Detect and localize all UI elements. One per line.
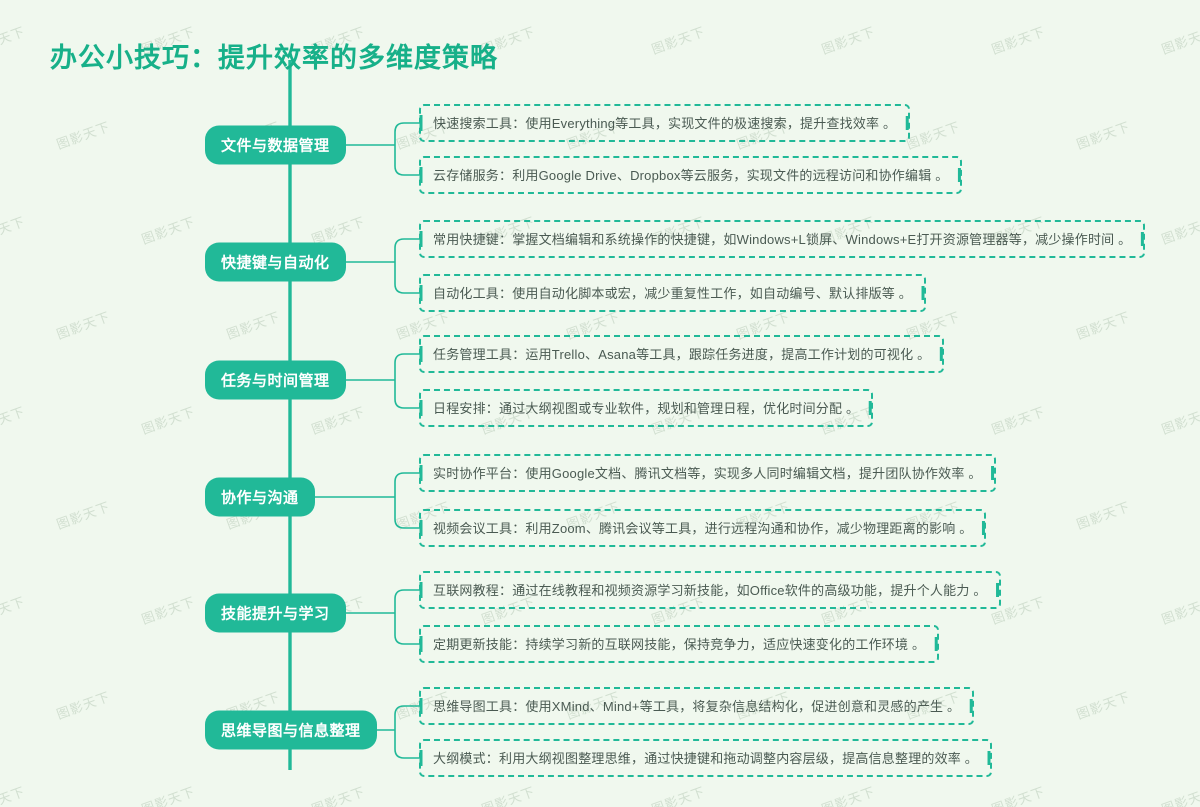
branch-node[interactable]: 快捷键与自动化 (205, 242, 346, 282)
leaf-node-text: 自动化工具：使用自动化脚本或宏，减少重复性工作，如自动编号、默认排版等 。 (433, 286, 913, 301)
branch-node-label: 技能提升与学习 (221, 605, 330, 623)
leaf-node[interactable]: 任务管理工具：运用Trello、Asana等工具，跟踪任务进度，提高工作计划的可… (419, 335, 945, 373)
leaf-node[interactable]: 视频会议工具：利用Zoom、腾讯会议等工具，进行远程沟通和协作，减少物理距离的影… (419, 509, 987, 547)
leaf-node-text: 常用快捷键：掌握文档编辑和系统操作的快捷键，如Windows+L锁屏、Windo… (433, 232, 1132, 247)
leaf-node-text: 快速搜索工具：使用Everything等工具，实现文件的极速搜索，提升查找效率 … (433, 116, 897, 131)
branch-node-label: 快捷键与自动化 (221, 254, 330, 272)
leaf-node-text: 大纲模式：利用大纲视图整理思维，通过快捷键和拖动调整内容层级，提高信息整理的效率… (433, 751, 979, 766)
leaf-node[interactable]: 常用快捷键：掌握文档编辑和系统操作的快捷键，如Windows+L锁屏、Windo… (419, 220, 1146, 258)
branch-node-label: 文件与数据管理 (221, 137, 330, 155)
leaf-node[interactable]: 实时协作平台：使用Google文档、腾讯文档等，实现多人同时编辑文档，提升团队协… (419, 454, 996, 492)
leaf-node-text: 定期更新技能：持续学习新的互联网技能，保持竞争力，适应快速变化的工作环境 。 (433, 637, 926, 652)
branch-node-label: 协作与沟通 (221, 489, 299, 507)
page-title: 办公小技巧：提升效率的多维度策略 (50, 43, 498, 73)
leaf-node[interactable]: 大纲模式：利用大纲视图整理思维，通过快捷键和拖动调整内容层级，提高信息整理的效率… (419, 739, 993, 777)
leaf-node[interactable]: 思维导图工具：使用XMind、Mind+等工具，将复杂信息结构化，促进创意和灵感… (419, 687, 975, 725)
branch-node-label: 任务与时间管理 (221, 372, 330, 390)
branch-node[interactable]: 技能提升与学习 (205, 593, 346, 633)
branch-node[interactable]: 任务与时间管理 (205, 360, 346, 400)
leaf-node[interactable]: 快速搜索工具：使用Everything等工具，实现文件的极速搜索，提升查找效率 … (419, 104, 911, 142)
branch-node[interactable]: 协作与沟通 (205, 477, 315, 517)
leaf-node[interactable]: 互联网教程：通过在线教程和视频资源学习新技能，如Office软件的高级功能，提升… (419, 571, 1001, 609)
leaf-node[interactable]: 自动化工具：使用自动化脚本或宏，减少重复性工作，如自动编号、默认排版等 。 (419, 274, 927, 312)
leaf-node-text: 视频会议工具：利用Zoom、腾讯会议等工具，进行远程沟通和协作，减少物理距离的影… (433, 521, 973, 536)
leaf-node-text: 互联网教程：通过在线教程和视频资源学习新技能，如Office软件的高级功能，提升… (433, 583, 987, 598)
leaf-node[interactable]: 云存储服务：利用Google Drive、Dropbox等云服务，实现文件的远程… (419, 156, 963, 194)
leaf-node[interactable]: 日程安排：通过大纲视图或专业软件，规划和管理日程，优化时间分配 。 (419, 389, 874, 427)
branch-node[interactable]: 思维导图与信息整理 (205, 710, 377, 750)
leaf-node-text: 日程安排：通过大纲视图或专业软件，规划和管理日程，优化时间分配 。 (433, 401, 860, 416)
branch-node-label: 思维导图与信息整理 (221, 722, 361, 740)
leaf-node[interactable]: 定期更新技能：持续学习新的互联网技能，保持竞争力，适应快速变化的工作环境 。 (419, 625, 940, 663)
leaf-node-text: 实时协作平台：使用Google文档、腾讯文档等，实现多人同时编辑文档，提升团队协… (433, 466, 982, 481)
leaf-node-text: 云存储服务：利用Google Drive、Dropbox等云服务，实现文件的远程… (433, 168, 949, 183)
leaf-node-text: 任务管理工具：运用Trello、Asana等工具，跟踪任务进度，提高工作计划的可… (433, 347, 931, 362)
branch-node[interactable]: 文件与数据管理 (205, 125, 346, 165)
leaf-node-text: 思维导图工具：使用XMind、Mind+等工具，将复杂信息结构化，促进创意和灵感… (433, 699, 961, 714)
